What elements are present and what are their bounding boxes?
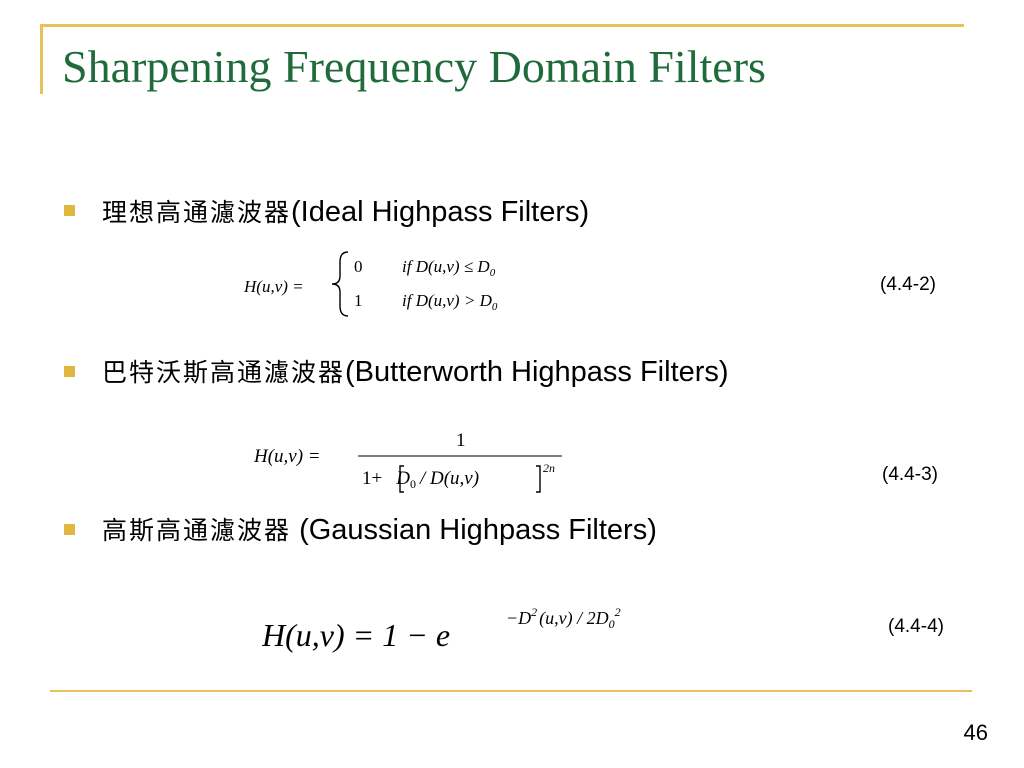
bullet-zh-text: 理想高通濾波器 (102, 198, 292, 227)
bullet-en-text: (Butterworth Highpass Filters) (345, 356, 729, 388)
page-number: 46 (963, 720, 988, 745)
frame-top-line (40, 24, 964, 27)
formula-butterworth-highpass: H(u,v) = 1 1+D0/ D(u,v) 2n (254, 430, 562, 493)
formula-lhs: H(u,v) = (254, 446, 321, 467)
bullet-en-text: (Ideal Highpass Filters) (291, 196, 590, 228)
bullet-zh-text: 巴特沃斯高通濾波器 (102, 358, 346, 387)
bullet-zh-text: 高斯高通濾波器 (102, 516, 292, 545)
formula-gaussian-highpass: H(u,v) = 1 − e −D2(u,v) / 2D02 (262, 605, 621, 653)
formula-lhs: H(u,v) = (244, 277, 304, 296)
footer-line (50, 690, 972, 692)
case1-condition: if D(u,v) ≤ D0 (402, 257, 496, 279)
bullet-gaussian-highpass: 高斯高通濾波器 (Gaussian Highpass Filters) (102, 512, 657, 548)
brace (331, 251, 349, 317)
equation-label-4-4-4: (4.4-4) (888, 616, 944, 637)
formula-main: H(u,v) = 1 − e (262, 617, 450, 653)
left-bracket (399, 465, 404, 493)
denominator-exponent: 2n (543, 461, 555, 475)
slide-title: Sharpening Frequency Domain Filters (62, 41, 766, 92)
bullet-ideal-highpass: 理想高通濾波器(Ideal Highpass Filters) (102, 194, 589, 230)
bullet-marker (64, 524, 75, 535)
bullet-butterworth-highpass: 巴特沃斯高通濾波器(Butterworth Highpass Filters) (102, 354, 729, 390)
formula-denominator: 1+D0/ D(u,v) (362, 468, 479, 491)
right-bracket (536, 465, 541, 493)
equation-label-4-4-2: (4.4-2) (880, 274, 936, 295)
equation-label-4-4-3: (4.4-3) (882, 464, 938, 485)
formula-numerator: 1 (456, 430, 466, 451)
formula-ideal-highpass: H(u,v) = 0 if D(u,v) ≤ D0 1 if D(u,v) > … (244, 251, 498, 317)
bullet-marker (64, 366, 75, 377)
bullet-en-text: (Gaussian Highpass Filters) (291, 514, 657, 546)
case2-value: 1 (354, 291, 363, 310)
formula-exponent: −D2(u,v) / 2D02 (506, 605, 621, 631)
frame-left-line (40, 24, 43, 94)
case1-value: 0 (354, 257, 363, 276)
case2-condition: if D(u,v) > D0 (402, 291, 498, 313)
bullet-marker (64, 205, 75, 216)
